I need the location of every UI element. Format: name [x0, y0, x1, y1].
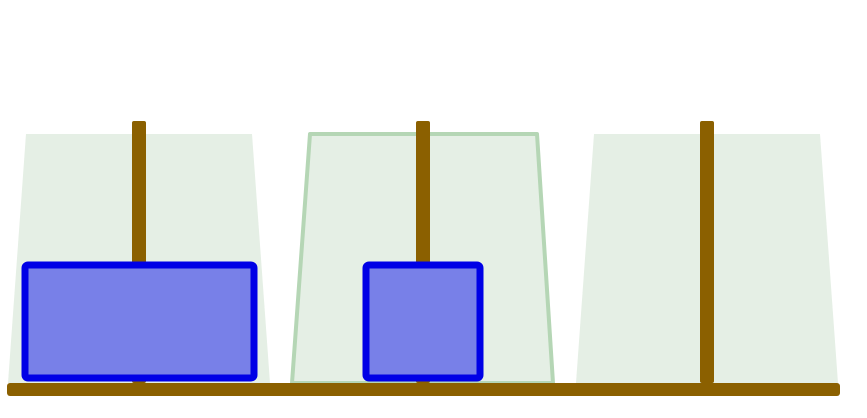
disk-small[interactable] — [362, 261, 484, 382]
disk-large[interactable] — [21, 261, 258, 382]
peg-3-rod — [700, 121, 714, 383]
base-board — [7, 383, 840, 396]
